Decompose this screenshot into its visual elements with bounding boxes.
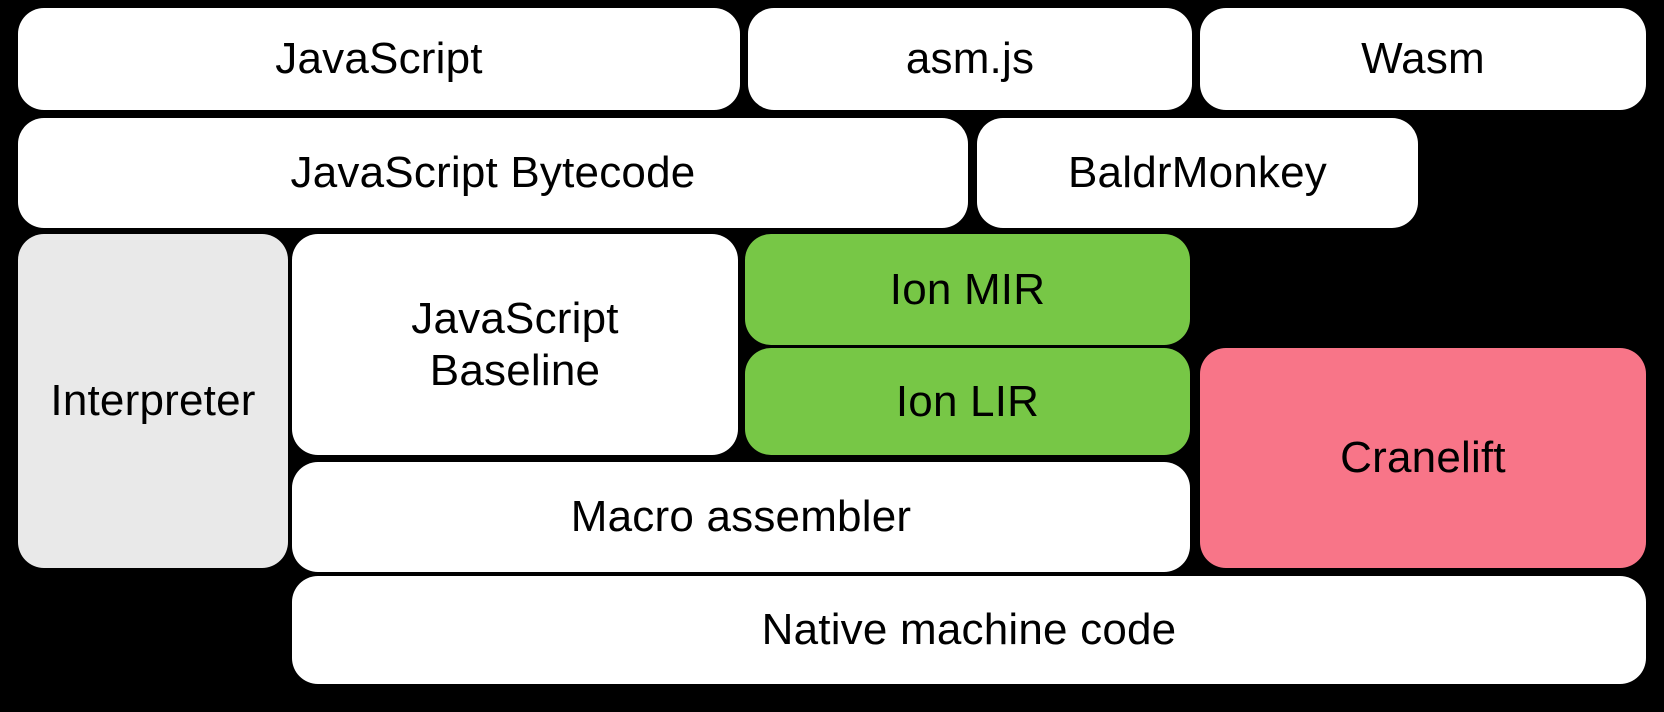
node-label-asm-js: asm.js (905, 34, 1035, 84)
node-label-javascript-bytecode: JavaScript Bytecode (290, 148, 696, 198)
node-cranelift[interactable]: Cranelift (1200, 348, 1646, 568)
node-label-macro-assembler: Macro assembler (570, 492, 912, 542)
node-ion-mir[interactable]: Ion MIR (745, 234, 1190, 345)
node-interpreter[interactable]: Interpreter (18, 234, 288, 568)
node-javascript-bytecode[interactable]: JavaScript Bytecode (18, 118, 968, 228)
node-label-native-machine-code: Native machine code (761, 605, 1177, 655)
node-javascript-baseline[interactable]: JavaScript Baseline (292, 234, 738, 455)
node-native-machine-code[interactable]: Native machine code (292, 576, 1646, 684)
node-label-interpreter: Interpreter (50, 376, 256, 426)
node-label-ion-mir: Ion MIR (889, 264, 1046, 314)
node-label-javascript-baseline: JavaScript Baseline (411, 293, 619, 395)
node-javascript[interactable]: JavaScript (18, 8, 740, 110)
node-baldrmonkey[interactable]: BaldrMonkey (977, 118, 1418, 228)
node-ion-lir[interactable]: Ion LIR (745, 348, 1190, 455)
node-label-javascript: JavaScript (275, 34, 483, 84)
node-label-baldrmonkey: BaldrMonkey (1068, 148, 1327, 198)
node-macro-assembler[interactable]: Macro assembler (292, 462, 1190, 572)
node-label-ion-lir: Ion LIR (895, 376, 1040, 426)
node-asm-js[interactable]: asm.js (748, 8, 1192, 110)
node-label-wasm: Wasm (1361, 34, 1485, 84)
node-wasm[interactable]: Wasm (1200, 8, 1646, 110)
node-label-cranelift: Cranelift (1340, 433, 1506, 483)
